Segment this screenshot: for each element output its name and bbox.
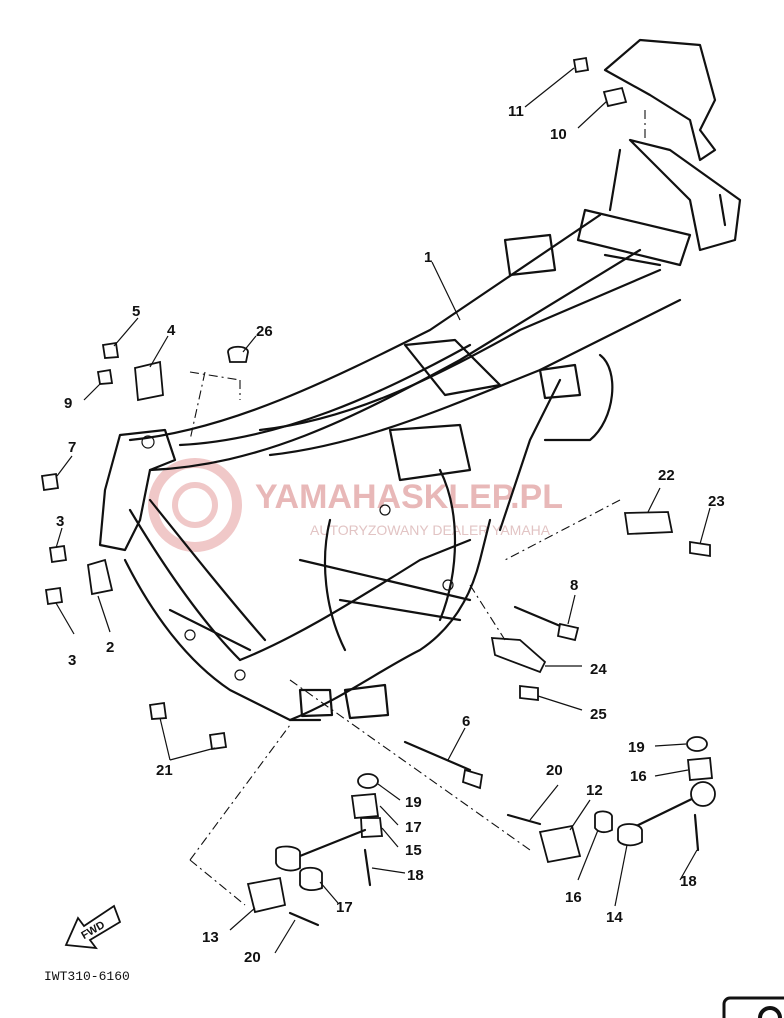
- watermark-name: YAMAHASKLEP.PL: [255, 478, 563, 516]
- label-20-left: 20: [244, 949, 261, 966]
- label-3-upper: 3: [56, 513, 64, 530]
- leader-lines: [55, 67, 711, 954]
- part-labels: 11 10 1 5 4 26 9 7 3 3 2 21 22 23 8 24 2…: [56, 103, 725, 966]
- label-6: 6: [462, 713, 470, 730]
- label-11: 11: [508, 103, 524, 120]
- label-13: 13: [202, 929, 219, 946]
- label-16-upper: 16: [630, 768, 647, 785]
- label-17-upper: 17: [405, 819, 422, 836]
- label-7: 7: [68, 439, 76, 456]
- label-25: 25: [590, 706, 607, 723]
- label-12: 12: [586, 782, 603, 799]
- label-19-left: 19: [405, 794, 422, 811]
- main-frame: [98, 138, 742, 722]
- label-3-lower: 3: [68, 652, 76, 669]
- label-9: 9: [64, 395, 72, 412]
- label-23: 23: [708, 493, 725, 510]
- fwd-arrow-icon: FWD: [64, 904, 122, 950]
- watermark: YAMAHASKLEP.PL AUTORYZOWANY DEALER YAMAH…: [148, 458, 563, 552]
- label-10: 10: [550, 126, 567, 143]
- diagram-code: IWT310-6160: [44, 969, 130, 984]
- label-16-lower: 16: [565, 889, 582, 906]
- label-17-lower: 17: [336, 899, 353, 916]
- label-21: 21: [156, 762, 173, 779]
- watermark-tagline: AUTORYZOWANY DEALER YAMAHA: [310, 522, 551, 538]
- label-20-right: 20: [546, 762, 563, 779]
- label-18-right: 18: [680, 873, 697, 890]
- label-14: 14: [606, 909, 623, 926]
- label-15: 15: [405, 842, 422, 859]
- watermark-logo-icon: [148, 458, 242, 552]
- label-19-right: 19: [628, 739, 645, 756]
- label-8: 8: [570, 577, 578, 594]
- label-18-left: 18: [407, 867, 424, 884]
- label-1: 1: [424, 249, 432, 266]
- label-4: 4: [167, 322, 176, 339]
- label-26: 26: [256, 323, 273, 340]
- label-5: 5: [132, 303, 140, 320]
- label-2: 2: [106, 639, 114, 656]
- label-22: 22: [658, 467, 675, 484]
- small-parts: [40, 38, 717, 927]
- corner-badge-icon: [722, 996, 784, 1018]
- label-24: 24: [590, 661, 607, 678]
